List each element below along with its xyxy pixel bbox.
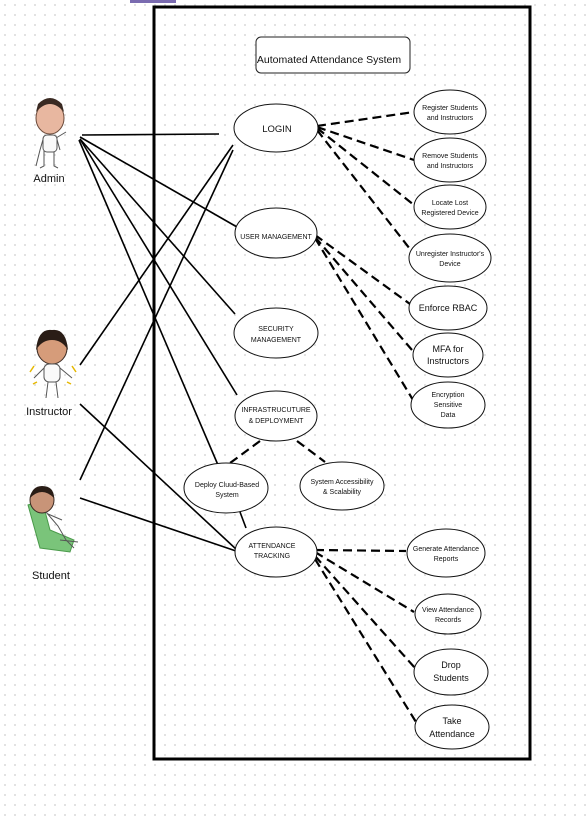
top-color-mark bbox=[130, 0, 176, 3]
dep-attendance-reports bbox=[314, 548, 407, 553]
use-case-infrastructure: INFRASTRUCUTURE& DEPLOYMENT bbox=[234, 390, 318, 442]
dep-user-mfa bbox=[314, 236, 413, 351]
svg-text:Enforce RBAC: Enforce RBAC bbox=[419, 303, 478, 313]
actor-label-admin: Admin bbox=[33, 173, 65, 185]
assoc-instructor-login bbox=[79, 144, 234, 366]
dep-login-unregister bbox=[316, 129, 411, 250]
system-title: Automated Attendance System bbox=[257, 54, 401, 66]
assoc-admin-deploy bbox=[78, 139, 219, 466]
svg-text:USER MANAGEMENT: USER MANAGEMENT bbox=[240, 234, 312, 241]
assoc-admin-infrastructure bbox=[79, 138, 238, 396]
dep-infra-deploy bbox=[225, 440, 261, 467]
dependency-lines bbox=[225, 110, 417, 723]
actor-label-student: Student bbox=[32, 570, 70, 582]
assoc-student-login bbox=[79, 149, 234, 481]
assoc-student-attendance bbox=[79, 497, 237, 552]
dep-attendance-view bbox=[314, 551, 415, 613]
actor-label-instructor: Instructor bbox=[26, 406, 72, 418]
dep-user-encryption bbox=[314, 237, 414, 401]
svg-text:System Accessibility& Scalabil: System Accessibility& Scalability bbox=[310, 479, 374, 496]
assoc-instructor-attendance bbox=[79, 403, 238, 551]
assoc-admin-security bbox=[79, 138, 236, 315]
svg-text:LOGIN: LOGIN bbox=[262, 124, 292, 135]
dep-login-register bbox=[316, 110, 415, 128]
dep-login-remove bbox=[316, 125, 415, 162]
use-case-enforce-rbac: Enforce RBAC bbox=[408, 285, 488, 331]
system-boundary bbox=[152, 5, 532, 761]
assoc-admin-login bbox=[81, 133, 220, 136]
dep-user-rbac bbox=[314, 234, 411, 305]
assoc-deploy-attendance bbox=[239, 511, 247, 529]
admin-actor-figure bbox=[35, 98, 67, 169]
student-actor-figure bbox=[27, 486, 79, 553]
svg-text:INFRASTRUCUTURE& DEPLOYMENT: INFRASTRUCUTURE& DEPLOYMENT bbox=[241, 407, 311, 425]
dep-attendance-drop bbox=[314, 555, 416, 669]
use-case-login: LOGIN bbox=[233, 103, 319, 153]
dep-infra-accessibility bbox=[296, 440, 326, 463]
use-case-user-management: USER MANAGEMENT bbox=[234, 207, 318, 259]
actor-associations bbox=[78, 133, 247, 552]
instructor-actor-figure bbox=[29, 329, 77, 399]
system-title-box: Automated Attendance System bbox=[255, 36, 411, 74]
assoc-admin-user-mgmt bbox=[79, 136, 238, 228]
use-case-accessibility: System Accessibility& Scalability bbox=[299, 461, 385, 511]
dep-attendance-take bbox=[314, 558, 417, 723]
dep-login-locate bbox=[316, 127, 415, 206]
